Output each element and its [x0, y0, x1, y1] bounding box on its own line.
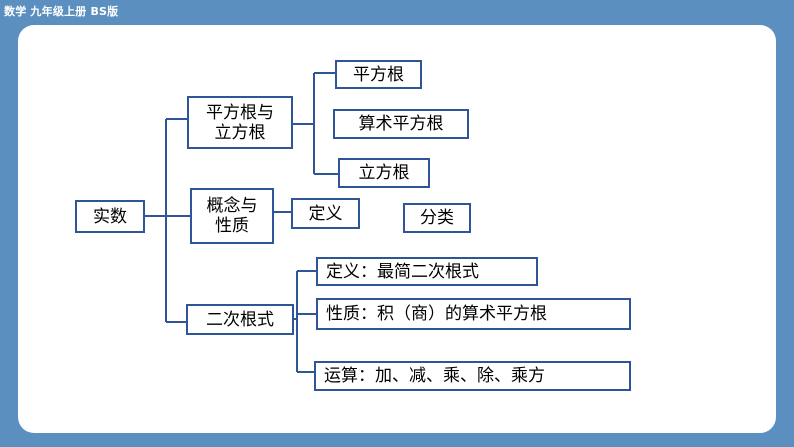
node-b1-child-1: 平方根 [335, 60, 422, 89]
node-b2-child-2: 分类 [403, 203, 471, 233]
header-title: 数学 九年级上册 BS版 [4, 5, 119, 18]
node-b3-child-1: 定义：最简二次根式 [316, 257, 538, 286]
node-b3-child-3: 运算：加、减、乘、除、乘方 [314, 361, 631, 391]
node-b1-child-3: 立方根 [338, 158, 430, 188]
node-branch1: 平方根与 立方根 [187, 96, 293, 149]
node-b1-child-2: 算术平方根 [333, 109, 469, 139]
node-branch3: 二次根式 [186, 304, 294, 335]
node-root: 实数 [75, 200, 145, 233]
node-b3-child-2: 性质：积（商）的算术平方根 [316, 298, 631, 330]
node-branch2: 概念与 性质 [190, 188, 274, 244]
node-b2-child-1: 定义 [291, 198, 360, 229]
